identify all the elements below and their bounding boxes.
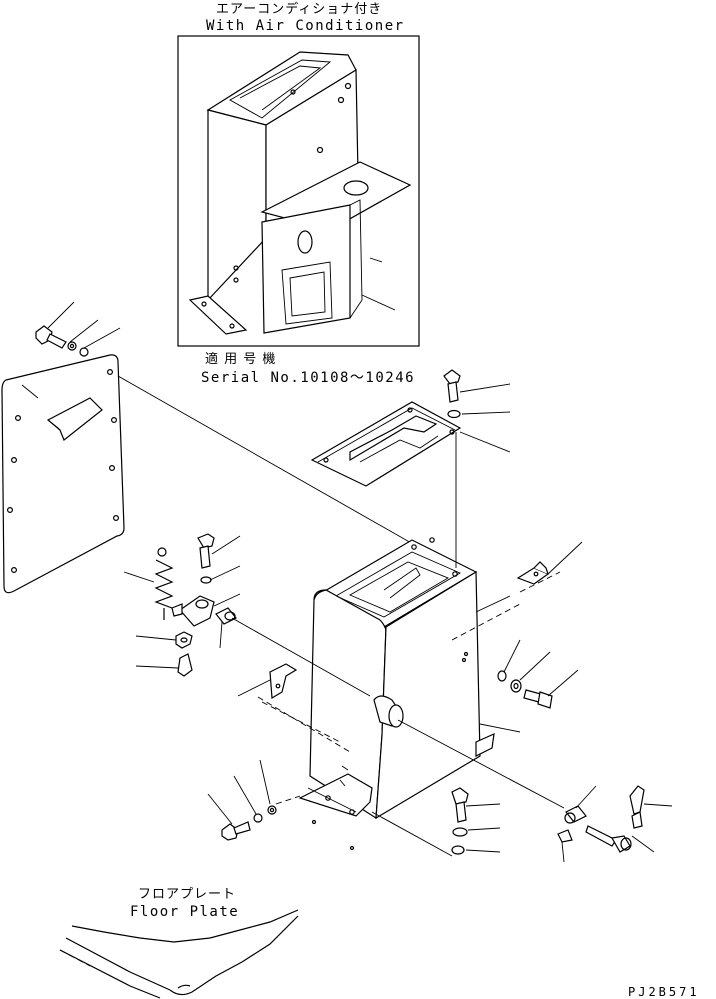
base-bolt-set: [207, 759, 301, 841]
main-console-box: [257, 537, 521, 820]
inset-serial-en: Serial No.10108～10246: [201, 370, 415, 386]
lever-guide-plate: [310, 401, 511, 568]
floor-plate-section: [59, 909, 299, 999]
plate-bolt-set: [443, 369, 511, 419]
leader-panel-to-console: [117, 375, 421, 549]
nut-and-bolt: [135, 631, 193, 677]
leader-right-1: [475, 595, 511, 613]
inset-serial-jp: 適 用 号 機: [205, 351, 276, 367]
rod-end-bracket: [171, 533, 241, 627]
inset-title-jp: エアーコンディショナ付き: [216, 1, 382, 17]
panel-bolt-set: [35, 301, 121, 357]
right-bolt-set: [461, 639, 579, 709]
bushing: [215, 607, 371, 697]
left-bracket: [237, 663, 341, 743]
spring-assembly: [123, 547, 174, 620]
inset-frame: [177, 35, 420, 347]
damper-cylinder: [373, 695, 565, 809]
lever-knob-assembly: [557, 785, 673, 863]
floor-plate-label-jp: フロアプレート: [138, 887, 236, 902]
inset-title-en: With Air Conditioner: [206, 18, 405, 34]
side-cover-panel: [1, 354, 125, 594]
leader-console-right: [479, 723, 521, 733]
floor-plate-label-en: Floor Plate: [130, 904, 239, 920]
drawing-code: PJ2B571: [628, 985, 700, 999]
inset-console-with-ac: [188, 51, 412, 335]
right-bracket: [516, 541, 583, 593]
lower-bolt-set: [311, 787, 501, 857]
